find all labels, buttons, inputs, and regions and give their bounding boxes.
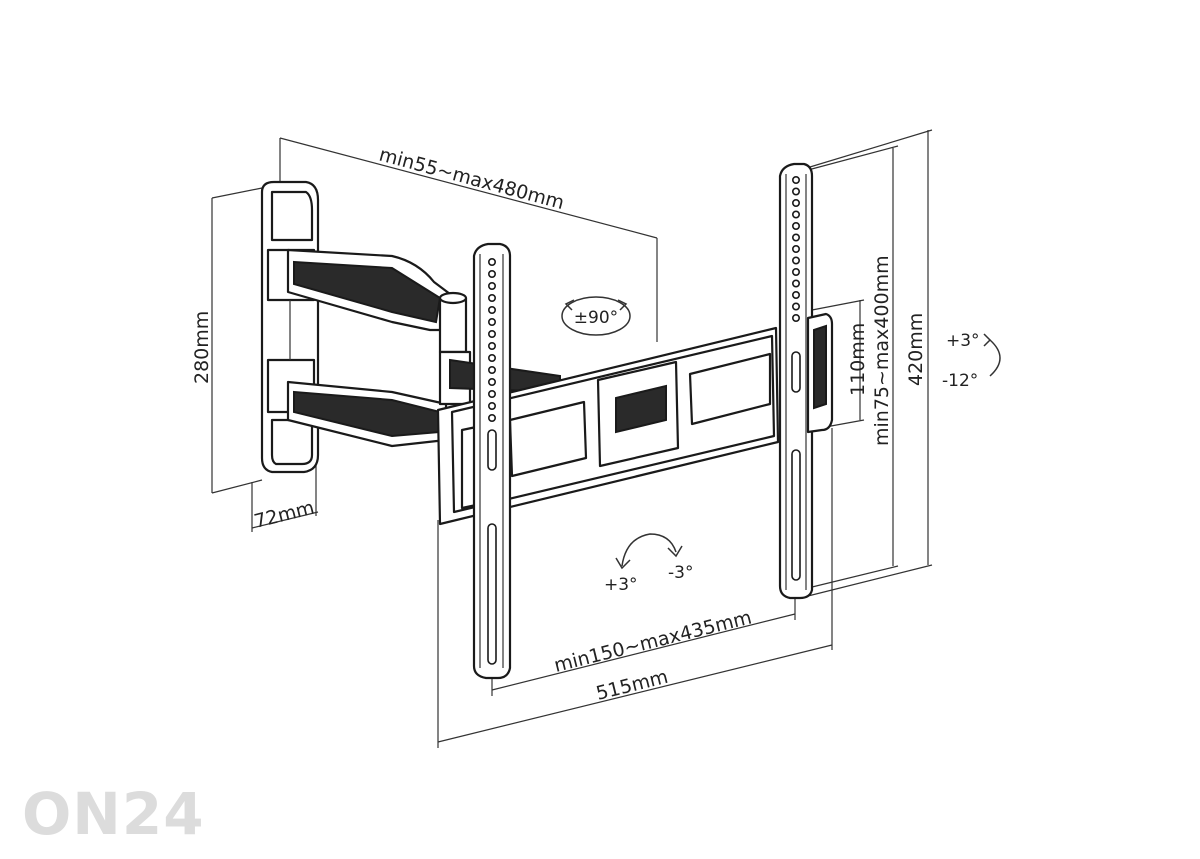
mounting-hole: [487, 305, 496, 314]
mounting-hole: [487, 281, 496, 290]
carrier-plate: [436, 326, 780, 526]
mounting-hole: [487, 269, 496, 278]
wall-depth-label: 72mm: [252, 497, 317, 533]
mounting-hole: [791, 245, 800, 254]
mounting-hole: [487, 329, 496, 338]
mounting-hole: [487, 365, 496, 374]
tilt-down-label: -12°: [942, 371, 978, 391]
lower-arm: [286, 350, 561, 448]
mounting-hole: [487, 293, 496, 302]
swivel-indicator: ±90°: [561, 296, 631, 336]
mounting-hole: [791, 222, 800, 231]
rotation-arrow-icon: [615, 533, 683, 570]
rotation-indicator: +3° -3°: [604, 533, 693, 595]
bracket-width-label: 515mm: [594, 666, 670, 705]
bracket-height-label: 420mm: [905, 313, 927, 386]
mounting-hole: [487, 413, 496, 422]
mounting-hole: [487, 257, 496, 266]
upper-arm: [286, 248, 468, 354]
tilt-indicator: +3° -12°: [942, 331, 1001, 391]
rotation-right-label: -3°: [668, 563, 693, 583]
watermark-logo: ON24: [22, 780, 205, 848]
mounting-hole: [487, 353, 496, 362]
mounting-hole: [791, 210, 800, 219]
left-vesa-strap: [472, 242, 512, 680]
vesa-horizontal-label: min150~max435mm: [552, 606, 754, 676]
mounting-hole: [487, 341, 496, 350]
mounting-hole: [487, 401, 496, 410]
tilt-up-label: +3°: [946, 331, 980, 351]
mounting-hole: [791, 233, 800, 242]
center-plate-height-label: 110mm: [847, 323, 869, 396]
mounting-hole: [791, 199, 800, 208]
mounting-hole: [791, 267, 800, 276]
mounting-hole: [791, 313, 800, 322]
swivel-arrows-icon: [564, 299, 628, 311]
mounting-hole: [791, 279, 800, 288]
mounting-hole: [791, 176, 800, 185]
mounting-hole: [791, 290, 800, 299]
mounting-hole: [791, 187, 800, 196]
rotation-left-label: +3°: [604, 575, 638, 595]
right-vesa-strap: [778, 162, 834, 600]
vesa-vertical-label: min75~max400mm: [871, 255, 893, 446]
mounting-hole: [487, 317, 496, 326]
mounting-hole: [487, 377, 496, 386]
swivel-label: ±90°: [574, 308, 618, 328]
arm-extension-label: min55~max480mm: [377, 144, 567, 215]
tilt-arrow-icon: [983, 333, 1001, 377]
wall-plate: [260, 180, 320, 474]
mounting-hole: [791, 302, 800, 311]
mounting-hole: [487, 389, 496, 398]
mounting-hole: [791, 256, 800, 265]
wall-plate-height-label: 280mm: [191, 311, 213, 384]
